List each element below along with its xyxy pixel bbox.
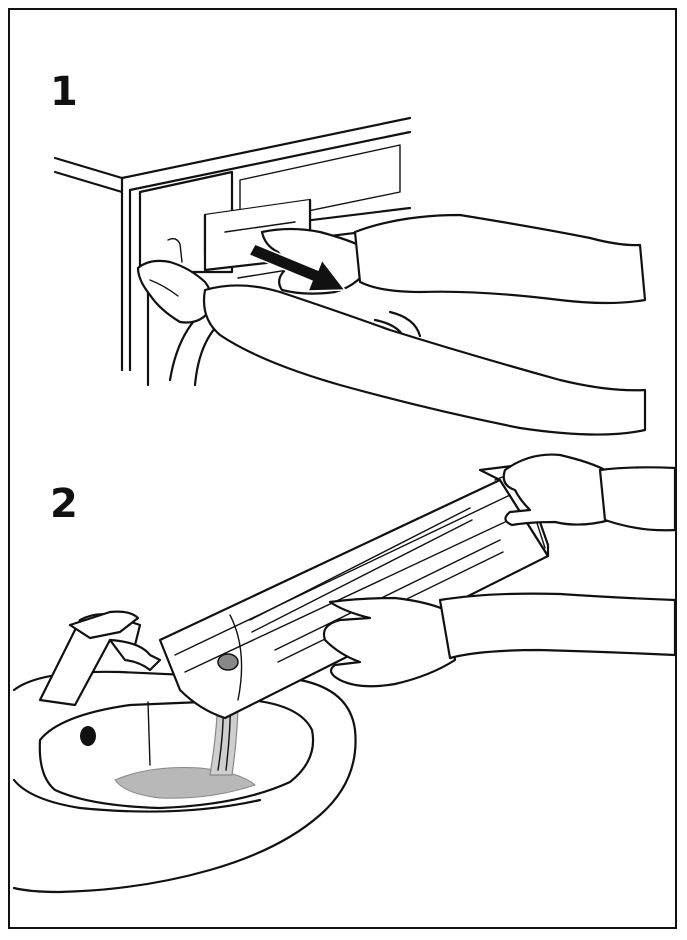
step-1-number: 1 — [50, 69, 78, 115]
step-2-number: 2 — [50, 481, 78, 527]
